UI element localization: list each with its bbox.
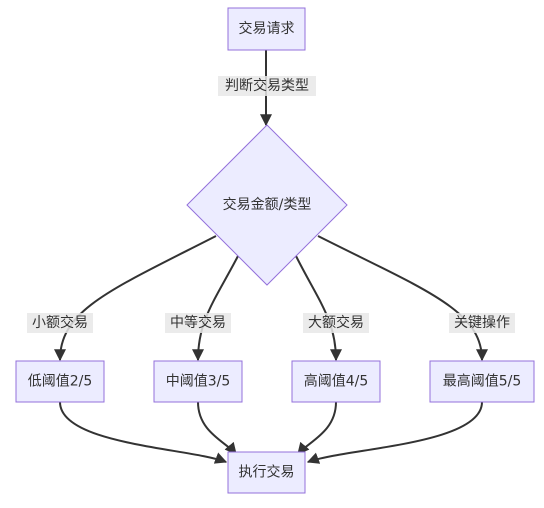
node-high: 高阈值4/5 — [291, 360, 381, 403]
edge-decision-to-low — [54, 235, 217, 362]
node-decision-label: 交易金额/类型 — [223, 196, 312, 213]
edge-highest-to-execute — [306, 401, 483, 464]
edge-label-judge: 判断交易类型 — [225, 77, 309, 94]
node-mid-label: 中阈值3/5 — [166, 374, 231, 390]
node-highest-label: 最高阈值5/5 — [443, 373, 522, 390]
edge-labels: 判断交易类型 小额交易 中等交易 大额交易 关键操作 — [27, 76, 515, 333]
node-low: 低阈值2/5 — [15, 360, 105, 403]
edge-low-to-execute — [59, 401, 228, 464]
node-execute: 执行交易 — [227, 451, 306, 494]
node-decision: 交易金额/类型 — [186, 124, 348, 286]
node-highest: 最高阈值5/5 — [429, 360, 535, 403]
edge-decision-to-high — [295, 255, 342, 362]
edge-mid-to-execute — [197, 401, 237, 455]
node-start-label: 交易请求 — [239, 20, 295, 37]
edge-decision-to-highest — [317, 235, 488, 362]
edge-label-large: 大额交易 — [308, 314, 364, 331]
node-execute-label: 执行交易 — [239, 464, 295, 481]
edge-label-medium: 中等交易 — [170, 314, 226, 331]
edge-label-small: 小额交易 — [32, 314, 88, 331]
node-mid: 中阈值3/5 — [153, 360, 243, 403]
node-high-label: 高阈值4/5 — [304, 373, 369, 390]
node-low-label: 低阈值2/5 — [28, 374, 93, 390]
edges — [54, 50, 488, 464]
edge-decision-to-mid — [192, 255, 239, 362]
edge-high-to-execute — [297, 401, 337, 455]
node-start: 交易请求 — [227, 7, 306, 51]
edge-label-critical: 关键操作 — [454, 315, 510, 331]
